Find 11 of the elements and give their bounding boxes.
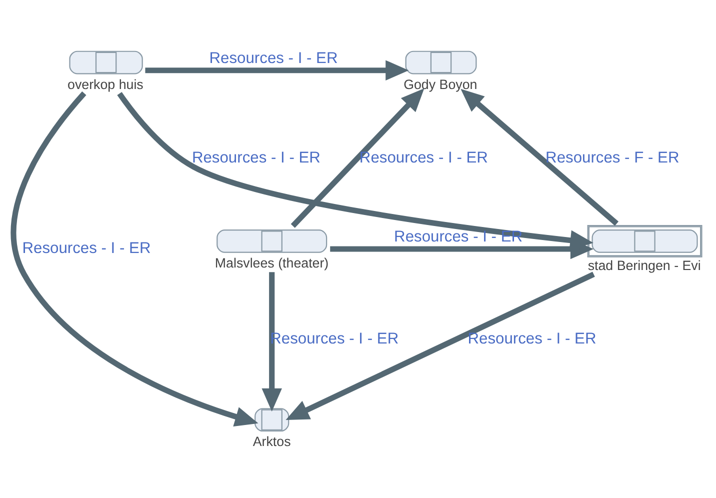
- edge-label: Resources - I - ER: [359, 150, 488, 167]
- node-label: Gody Boyon: [404, 76, 478, 92]
- node-label: Malsvlees (theater): [214, 256, 329, 271]
- node-label: Arktos: [252, 434, 291, 450]
- edge-label: Resources - I - ER: [22, 240, 151, 258]
- node-label: stad Beringen - Evi: [588, 258, 701, 273]
- edge-label: Resources - I - ER: [468, 330, 596, 348]
- node-label: overkop huis: [68, 76, 144, 92]
- edge-label: Resources - F - ER: [546, 150, 680, 167]
- edge-label: Resources - I - ER: [192, 150, 320, 167]
- edge-label: Resources - I - ER: [209, 50, 338, 67]
